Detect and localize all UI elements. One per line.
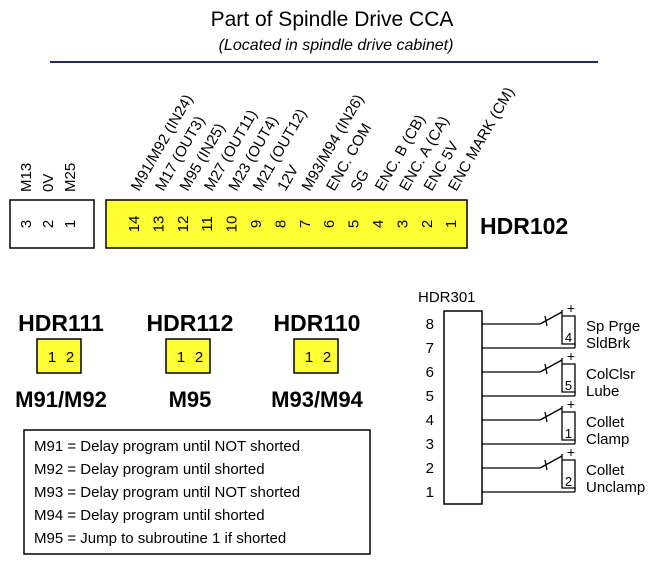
jumper-pin: 1 bbox=[177, 349, 185, 366]
hdr102-box bbox=[105, 199, 468, 249]
relay-tick bbox=[544, 459, 548, 471]
relay-label: Clamp bbox=[586, 431, 629, 448]
jumper-box bbox=[165, 338, 211, 374]
hdr301-pin: 6 bbox=[426, 364, 434, 381]
relay-tick bbox=[544, 315, 548, 327]
small-header-pin: 1 bbox=[62, 220, 79, 228]
hdr102-pin: 5 bbox=[346, 220, 363, 228]
hdr102-pin: 4 bbox=[370, 220, 387, 228]
hdr102-pin: 6 bbox=[321, 220, 338, 228]
jumper-hdr112: HDR112 1 2 M95 bbox=[147, 310, 234, 412]
hdr301-pin: 7 bbox=[426, 340, 434, 357]
diagram-title: Part of Spindle Drive CCA bbox=[211, 8, 454, 31]
hdr102-pin: 13 bbox=[150, 216, 167, 233]
relay-tick bbox=[544, 363, 548, 375]
relay-tick bbox=[544, 411, 548, 423]
jumper-pin: 2 bbox=[195, 349, 203, 366]
hdr102-label: SG bbox=[347, 167, 373, 194]
jumper-label: M95 bbox=[169, 387, 212, 412]
hdr301-pin: 5 bbox=[426, 388, 434, 405]
legend-line: M91 = Delay program until NOT shorted bbox=[34, 438, 300, 455]
hdr102-pin: 3 bbox=[394, 220, 411, 228]
jumper-pin: 1 bbox=[48, 349, 56, 366]
hdr102-label: ENC MARK (CM) bbox=[445, 84, 518, 194]
hdr102-pin: 8 bbox=[272, 220, 289, 228]
hdr301-pin: 2 bbox=[426, 460, 434, 477]
hdr102-pin: 10 bbox=[224, 216, 241, 233]
hdr301-pin: 1 bbox=[426, 484, 434, 501]
small-header-box bbox=[9, 199, 95, 249]
relay-switch bbox=[539, 455, 563, 469]
hdr301-pin: 8 bbox=[426, 316, 434, 333]
relay-label: Unclamp bbox=[586, 479, 645, 496]
jumper-hdr110: HDR110 1 2 M93/M94 bbox=[271, 310, 363, 412]
legend-line: M94 = Delay program until shorted bbox=[34, 507, 265, 524]
relay-plus: + bbox=[567, 396, 575, 412]
jumper-pin: 2 bbox=[323, 349, 331, 366]
hdr102-pin: 1 bbox=[443, 220, 460, 228]
diagram-subtitle: (Located in spindle drive cabinet) bbox=[219, 37, 454, 54]
small-header-label: M25 bbox=[62, 163, 79, 192]
hdr102-pin: 7 bbox=[297, 220, 314, 228]
jumper-pin: 1 bbox=[305, 349, 313, 366]
relay-switch bbox=[539, 311, 563, 325]
jumper-name: HDR112 bbox=[147, 310, 234, 336]
small-header-label: M13 bbox=[18, 163, 35, 192]
jumper-box bbox=[293, 338, 339, 374]
relay-label: Sp Prge bbox=[586, 318, 640, 335]
hdr301-pin: 4 bbox=[426, 412, 434, 429]
hdr301-pin: 3 bbox=[426, 436, 434, 453]
relay-label: Collet bbox=[586, 462, 625, 479]
hdr301-name: HDR301 bbox=[418, 289, 476, 306]
relay-number: 5 bbox=[565, 378, 572, 393]
relay-plus: + bbox=[567, 300, 575, 316]
relay-label: SldBrk bbox=[586, 335, 631, 352]
legend-line: M95 = Jump to subroutine 1 if shorted bbox=[34, 530, 286, 547]
relay-switch bbox=[539, 407, 563, 421]
relay-label: ColClsr bbox=[586, 366, 635, 383]
jumper-pin: 2 bbox=[66, 349, 74, 366]
hdr102-pin: 11 bbox=[199, 216, 216, 232]
relay-number: 1 bbox=[565, 426, 572, 441]
relay-plus: + bbox=[567, 444, 575, 460]
relay-plus: + bbox=[567, 348, 575, 364]
hdr301-box bbox=[443, 310, 483, 505]
jumper-label: M91/M92 bbox=[15, 387, 107, 412]
legend-box bbox=[23, 429, 371, 555]
small-header-label: 0V bbox=[40, 174, 57, 192]
relay-label: Collet bbox=[586, 414, 625, 431]
jumper-name: HDR111 bbox=[18, 310, 104, 336]
jumper-hdr111: HDR111 1 2 M91/M92 bbox=[15, 310, 107, 412]
hdr102-pin: 14 bbox=[126, 216, 143, 233]
hdr102-name: HDR102 bbox=[480, 213, 568, 239]
relay-number: 4 bbox=[565, 330, 572, 345]
legend-line: M93 = Delay program until NOT shorted bbox=[34, 484, 300, 501]
jumper-label: M93/M94 bbox=[271, 387, 363, 412]
small-header-pin: 2 bbox=[40, 220, 57, 228]
hdr102-pin: 2 bbox=[419, 220, 436, 228]
relay-switch bbox=[539, 359, 563, 373]
jumper-box bbox=[36, 338, 82, 374]
hdr102-pin: 12 bbox=[175, 216, 192, 233]
relay-number: 2 bbox=[565, 474, 572, 489]
small-header-pin: 3 bbox=[18, 220, 35, 228]
hdr102-pin: 9 bbox=[248, 220, 265, 228]
legend-line: M92 = Delay program until shorted bbox=[34, 461, 265, 478]
relay-label: Lube bbox=[586, 383, 619, 400]
jumper-name: HDR110 bbox=[274, 310, 361, 336]
